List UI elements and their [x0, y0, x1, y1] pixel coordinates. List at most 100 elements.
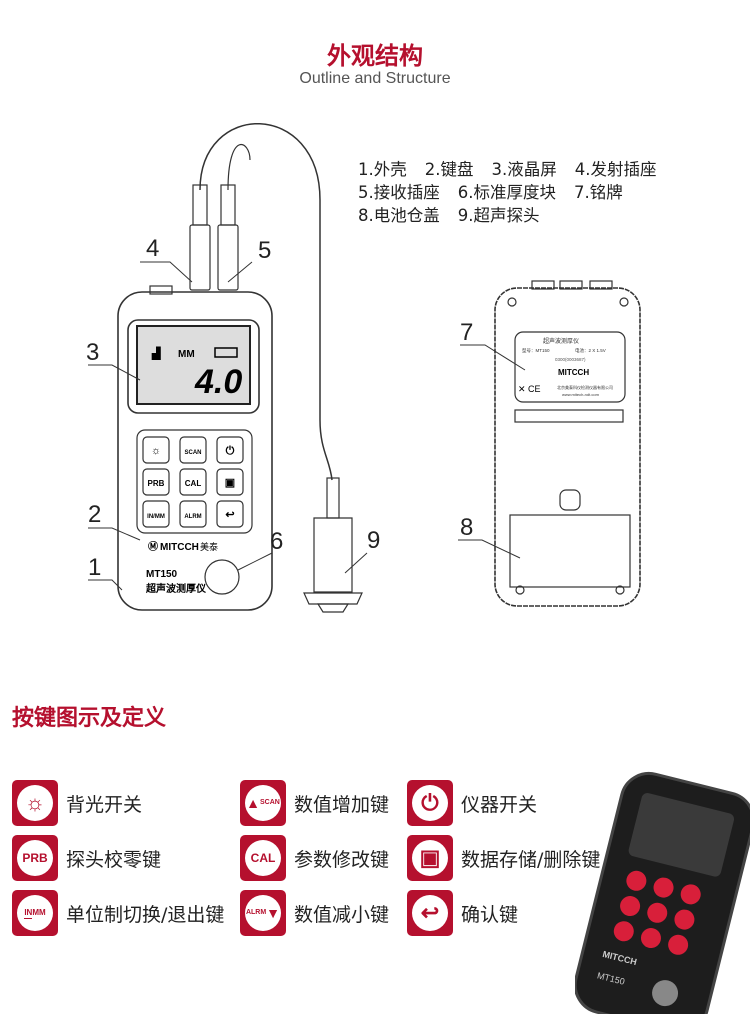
- svg-text:9: 9: [367, 527, 380, 554]
- keypad-key-label: CAL: [185, 479, 202, 488]
- keypad-key: [142, 436, 170, 464]
- device-photo: MITCCH MT150: [575, 771, 750, 1014]
- save-key-box: ▣: [407, 835, 453, 881]
- svg-text:8: 8: [460, 514, 473, 541]
- key-definition: ⏻ 仪器开关: [407, 780, 537, 826]
- power-icon: ⏻: [412, 785, 448, 821]
- svg-text:型号：MT150: 型号：MT150: [522, 347, 550, 354]
- enter-key-box: ↩: [407, 890, 453, 936]
- photo-key: [647, 902, 668, 923]
- display-value: 4.0: [194, 363, 242, 401]
- keypad-key-label: IN/MM: [147, 514, 165, 520]
- thickness-block: [204, 559, 240, 595]
- keypad-key-label: PRB: [148, 479, 165, 488]
- keypad-key: [216, 436, 244, 464]
- front-housing: [117, 291, 273, 611]
- svg-text:2: 2: [88, 501, 101, 528]
- photo-key: [626, 870, 647, 891]
- sun-key-box: ☼: [12, 780, 58, 826]
- key-definition: ▲SCAN 数值增加键: [240, 780, 389, 826]
- photo-key: [613, 921, 634, 942]
- key-label: 数值增加键: [294, 793, 390, 816]
- legend-item: 2.键盘: [424, 160, 474, 179]
- photo-key: [680, 884, 701, 905]
- key-definition: ▣ 数据存储/删除键: [407, 835, 600, 881]
- power-key-box: ⏻: [407, 780, 453, 826]
- svg-text:MT150: MT150: [146, 569, 178, 580]
- svg-text:5: 5: [258, 237, 271, 264]
- legend-item: 1.外壳: [358, 160, 407, 179]
- keys-section-title: 按键图示及定义: [12, 706, 167, 731]
- svg-text:▟: ▟: [151, 346, 161, 360]
- key-label: 背光开关: [66, 793, 143, 816]
- svg-text:Ⓜ: Ⓜ: [148, 540, 158, 553]
- battery-cover: [509, 514, 631, 588]
- svg-text:1: 1: [88, 554, 101, 581]
- transmit-connector: [192, 184, 208, 226]
- keypad-key-label: SCAN: [184, 450, 201, 456]
- svg-text:4: 4: [146, 235, 159, 262]
- keypad-key-label: ☼: [151, 445, 161, 457]
- keypad-key-label: ALRM: [184, 514, 201, 520]
- legend-item: 5.接收插座: [358, 183, 440, 202]
- keypad-key: [216, 468, 244, 496]
- photo-key: [653, 877, 674, 898]
- keypad-key: [142, 468, 170, 496]
- svg-text:电池：2 X 1.5V: 电池：2 X 1.5V: [575, 347, 606, 353]
- svg-text:MITCCH: MITCCH: [160, 542, 199, 553]
- keypad-key-label: ↩: [225, 509, 234, 521]
- key-label: 数据存储/删除键: [461, 848, 601, 871]
- ultrasonic-probe: [326, 477, 340, 519]
- save-icon: ▣: [412, 840, 448, 876]
- key-label: 数值减小键: [294, 903, 390, 926]
- key-definition: ↩ 确认键: [407, 890, 518, 936]
- display-unit: MM: [178, 349, 195, 360]
- receive-connector: [220, 184, 236, 226]
- svg-text:超声波测厚仪: 超声波测厚仪: [145, 582, 207, 595]
- key-definition: ☼ 背光开关: [12, 780, 142, 826]
- svg-text:6: 6: [270, 528, 283, 555]
- key-label: 单位制切换/退出键: [66, 903, 225, 926]
- svg-text:超声波测厚仪: 超声波测厚仪: [543, 337, 579, 345]
- legend-item: 9.超声探头: [457, 206, 540, 225]
- battery-icon: [214, 347, 238, 358]
- svg-text:0300(0003687): 0300(0003687): [555, 357, 586, 362]
- scan-up-key-box: ▲SCAN: [240, 780, 286, 826]
- svg-text:www.mitech-ndt.com: www.mitech-ndt.com: [562, 392, 600, 397]
- legend-item: 3.液晶屏: [491, 160, 557, 179]
- svg-text:3: 3: [86, 339, 99, 366]
- key-label: 仪器开关: [461, 793, 538, 816]
- lcd-screen: [127, 319, 260, 414]
- svg-text:北京美泰科仪检测仪器有限公司: 北京美泰科仪检测仪器有限公司: [557, 384, 613, 390]
- keypad-key: [216, 500, 244, 528]
- nameplate: [514, 331, 626, 403]
- photo-key: [640, 928, 661, 949]
- keypad-key: [142, 500, 170, 528]
- prb-icon: PRB: [17, 840, 53, 876]
- legend-item: 7.铭牌: [574, 183, 623, 202]
- svg-text:✕ CE: ✕ CE: [518, 384, 541, 394]
- enter-icon: ↩: [412, 895, 448, 931]
- legend-item: 6.标准厚度块: [457, 183, 556, 202]
- keypad-key: [179, 436, 207, 464]
- keypad-key-label: ⏻: [226, 444, 235, 457]
- key-label: 确认键: [461, 903, 519, 926]
- alrm-down-key-box: ALRM▼: [240, 890, 286, 936]
- photo-key: [674, 909, 695, 930]
- keypad: [136, 429, 253, 534]
- legend-item: 4.发射插座: [574, 160, 657, 179]
- key-label: 参数修改键: [294, 848, 390, 871]
- page-title: 外观结构: [327, 42, 423, 70]
- svg-text:7: 7: [460, 319, 473, 346]
- alrm-down-icon: ALRM▼: [245, 895, 281, 931]
- cal-key-box: CAL: [240, 835, 286, 881]
- keypad-key: [179, 500, 207, 528]
- prb-key-box: PRB: [12, 835, 58, 881]
- svg-text:MITCCH: MITCCH: [558, 368, 589, 377]
- keypad-key: [179, 468, 207, 496]
